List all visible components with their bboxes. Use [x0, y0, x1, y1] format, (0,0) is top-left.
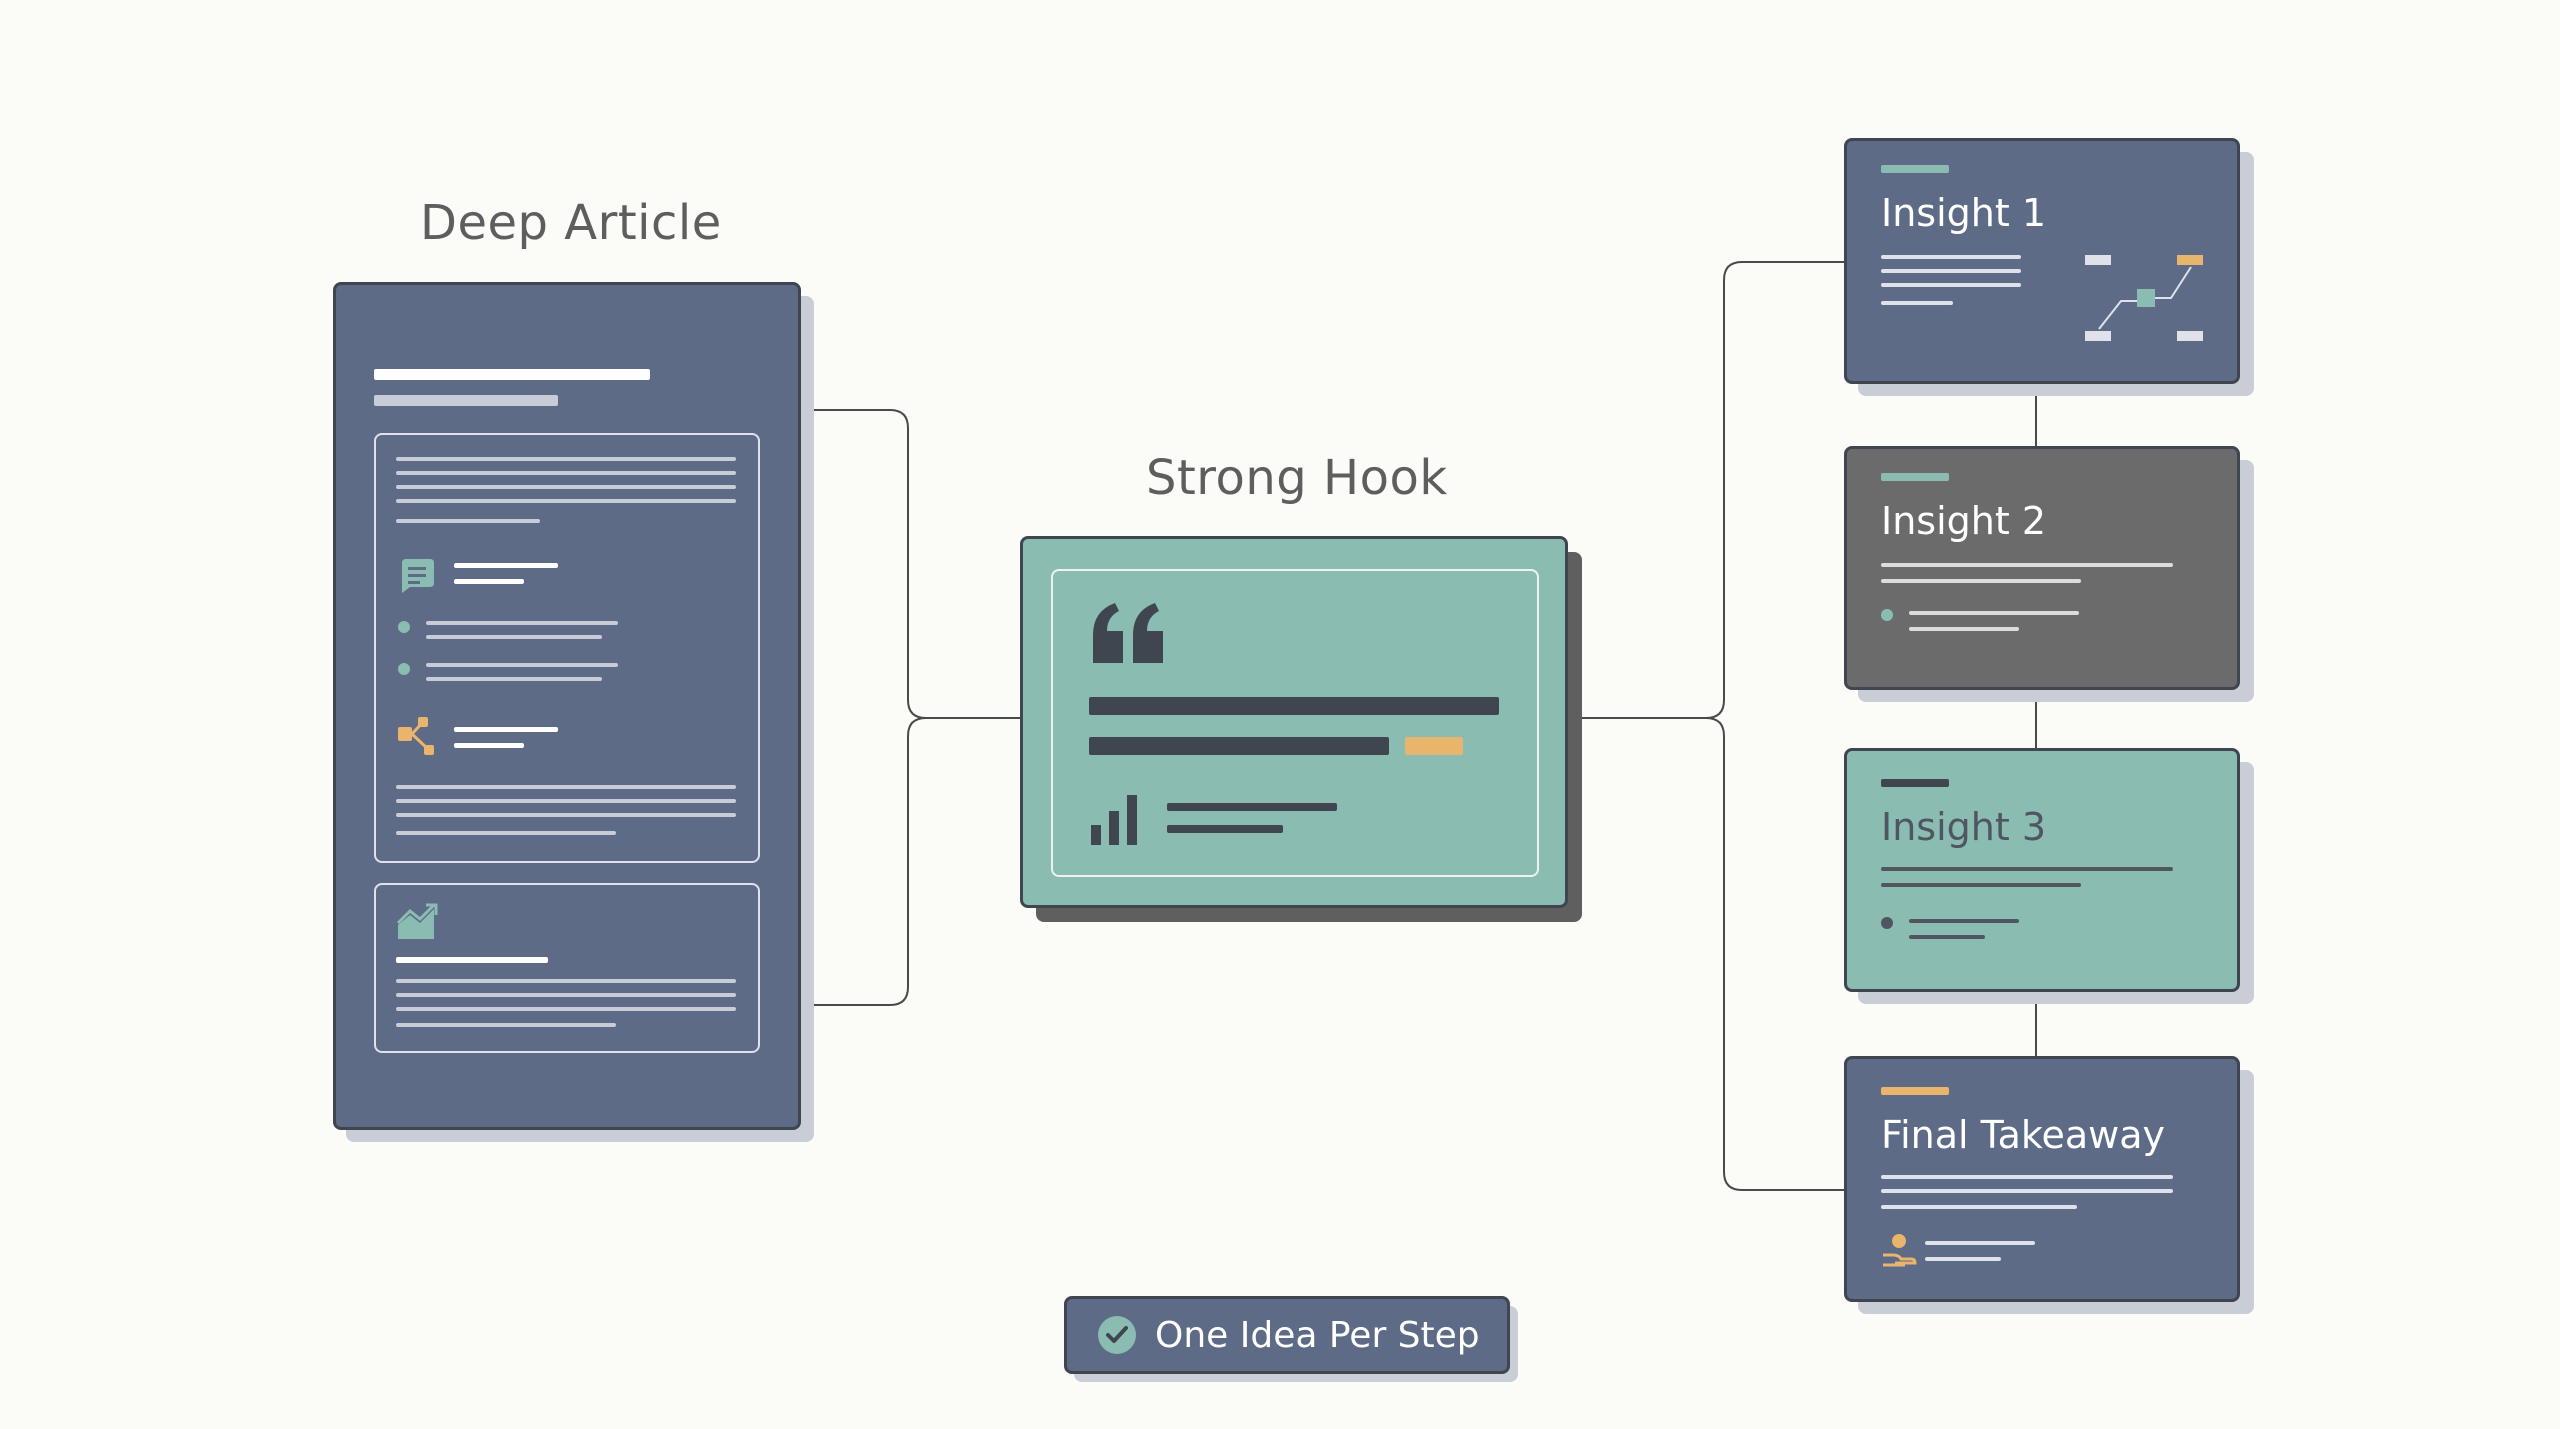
article-subtitle-line — [374, 395, 558, 406]
strong-hook-label: Strong Hook — [1146, 450, 1448, 506]
bullet-dot — [1881, 917, 1893, 929]
insight-3-card: Insight 3 — [1844, 748, 2240, 992]
final-takeaway-title: Final Takeaway — [1881, 1113, 2166, 1157]
deep-article-card — [333, 282, 801, 1130]
check-circle-icon — [1098, 1316, 1136, 1354]
bullet-dot — [398, 663, 410, 675]
bar-chart-icon — [1091, 795, 1137, 845]
article-chart-section — [374, 883, 760, 1053]
quote-icon — [1093, 603, 1163, 663]
hook-headline-line — [1089, 697, 1499, 715]
deep-article-label: Deep Article — [420, 195, 722, 251]
final-takeaway-card: Final Takeaway — [1844, 1056, 2240, 1302]
one-idea-per-step-label: One Idea Per Step — [1155, 1314, 1480, 1356]
bullet-dot — [1881, 609, 1893, 621]
article-body-section — [374, 433, 760, 863]
connector-article-bottom — [800, 717, 927, 1006]
strong-hook-card — [1020, 536, 1568, 908]
strong-hook-inner-frame — [1051, 569, 1539, 877]
hook-subline — [1089, 737, 1389, 755]
hook-highlight — [1405, 737, 1463, 755]
insight-1-card: Insight 1 — [1844, 138, 2240, 384]
person-hand-icon — [1883, 1234, 1917, 1267]
insight-2-title: Insight 2 — [1881, 499, 2047, 543]
bullet-dot — [398, 621, 410, 633]
article-title-line — [374, 369, 650, 380]
flow-diagram-icon — [2085, 255, 2203, 341]
chat-bubble-icon — [402, 559, 434, 593]
trend-chart-icon — [396, 903, 438, 939]
insight-3-title: Insight 3 — [1881, 805, 2047, 849]
insight-2-card: Insight 2 — [1844, 446, 2240, 690]
insight-1-title: Insight 1 — [1881, 191, 2047, 235]
connector-hook-insight1 — [1568, 261, 1844, 719]
connector-hook-takeaway — [1705, 717, 1844, 1191]
one-idea-per-step-badge: One Idea Per Step — [1064, 1296, 1510, 1374]
network-nodes-icon — [398, 717, 434, 755]
connector-article-top — [800, 409, 1022, 719]
